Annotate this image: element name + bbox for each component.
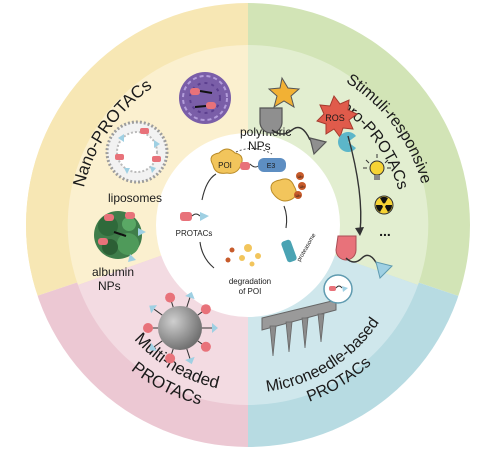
degradation-label-line2: of POI — [239, 287, 262, 296]
light-bulb-icon — [363, 154, 391, 180]
protacs-center-label: PROTACs — [176, 229, 213, 238]
liposome-icon — [105, 120, 169, 184]
ros-label: ROS — [325, 113, 345, 123]
warhead-blue — [185, 291, 195, 300]
warhead-red — [165, 353, 176, 364]
particle-linker — [186, 297, 191, 308]
stimuli-arrowhead — [355, 227, 364, 236]
multi-headed-particle-icon — [143, 291, 218, 365]
liposomes-label: liposomes — [108, 191, 162, 205]
degradation-label-line1: degradation — [229, 277, 271, 286]
poi-label: POI — [218, 161, 232, 170]
warhead-red — [143, 323, 153, 333]
warhead-red — [165, 292, 176, 303]
caged-protac-icon — [259, 76, 328, 156]
warhead-red — [200, 341, 211, 352]
stimuli-ellipsis: ... — [379, 223, 391, 239]
warhead-blue — [185, 356, 195, 365]
albumin-label-line1: albumin — [92, 265, 134, 279]
ub-label-3: Ub — [295, 193, 301, 198]
polymeric-np-icon — [179, 72, 231, 124]
active-protac-icon — [335, 235, 393, 279]
ub-label-1: Ub — [297, 174, 303, 179]
polymeric-label-line2: NPs — [248, 139, 271, 153]
particle-linker — [186, 348, 191, 359]
stimuli-arrow — [347, 135, 362, 233]
e3-label: E3 — [267, 163, 276, 170]
microneedle-icon — [261, 274, 353, 357]
particle-linker — [153, 340, 163, 348]
particle-linker — [153, 308, 163, 316]
albumin-label-line2: NPs — [98, 279, 121, 293]
warhead-blue — [212, 323, 218, 333]
ub-label-2: Ub — [299, 184, 305, 189]
warhead-red — [200, 304, 211, 315]
radiation-icon — [374, 195, 394, 215]
center-circle — [156, 133, 340, 317]
warhead-blue — [149, 342, 158, 351]
warhead-blue — [149, 305, 158, 314]
albumin-np-icon — [94, 211, 146, 262]
